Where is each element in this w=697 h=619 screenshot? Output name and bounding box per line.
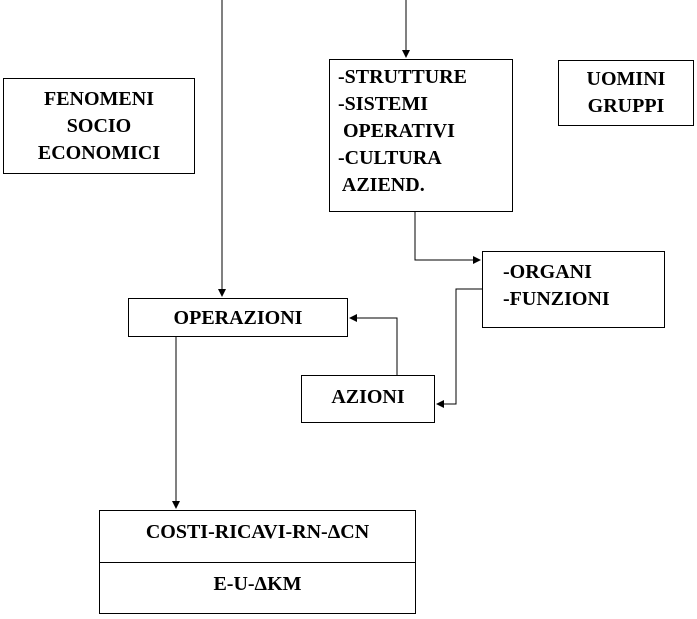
costi-ricavi-cell: COSTI-RICAVI-RN-ΔCN <box>100 511 415 562</box>
entrate-uscite-label: E-U-ΔKM <box>213 573 302 595</box>
strutture-sistemi-cultura-box: -STRUTTURE -SISTEMI OPERATIVI -CULTURA A… <box>329 59 513 212</box>
fenomeni-line-1: FENOMENI <box>44 88 154 110</box>
costi-ricavi-label: COSTI-RICAVI-RN-ΔCN <box>145 521 370 543</box>
entrate-uscite-cell: E-U-ΔKM <box>100 562 415 613</box>
uomini-line-1: UOMINI <box>586 68 666 90</box>
azioni-box: AZIONI <box>301 375 435 423</box>
strutture-line-5: AZIEND. <box>338 174 425 196</box>
uomini-gruppi-box: UOMINI GRUPPI <box>558 60 694 126</box>
strutture-line-4: -CULTURA <box>338 147 442 169</box>
arrow-organi-to-azioni <box>436 288 482 408</box>
fenomeni-line-2: SOCIO <box>66 115 132 137</box>
organi-line-1: -ORGANI <box>503 261 592 283</box>
operazioni-box: OPERAZIONI <box>128 298 348 337</box>
fenomeni-socio-economici-box: FENOMENI SOCIO ECONOMICI <box>3 78 195 174</box>
arrow-strutture-to-organi <box>414 212 481 264</box>
strutture-line-2: -SISTEMI <box>338 93 429 115</box>
costi-ricavi-box: COSTI-RICAVI-RN-ΔCN E-U-ΔKM <box>99 510 416 614</box>
strutture-line-1: -STRUTTURE <box>338 66 467 88</box>
arrow-azioni-to-operazioni <box>349 314 398 375</box>
uomini-line-2: GRUPPI <box>587 95 665 117</box>
organi-funzioni-box: -ORGANI -FUNZIONI <box>482 251 665 328</box>
fenomeni-line-3: ECONOMICI <box>37 142 161 164</box>
strutture-line-3: OPERATIVI <box>338 120 455 142</box>
azioni-label: AZIONI <box>331 386 405 408</box>
organi-line-2: -FUNZIONI <box>503 288 610 310</box>
operazioni-label: OPERAZIONI <box>173 307 303 329</box>
